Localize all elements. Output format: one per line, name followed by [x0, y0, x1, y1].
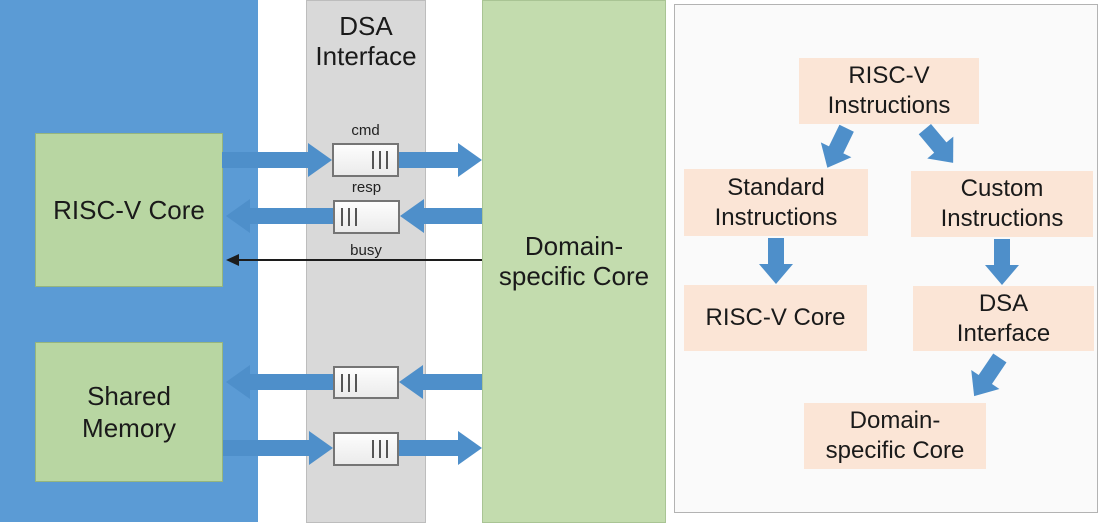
- resp-fifo-queue-icon: [333, 200, 400, 234]
- resp-arrow-right-shaft: [424, 208, 482, 224]
- cmd-arrow-right-head: [458, 143, 482, 177]
- risc-v-core-box: RISC-V Core: [35, 133, 223, 287]
- arrow-to-domain-specific-core: [960, 348, 1014, 406]
- mem-in-arrow-right-shaft: [423, 374, 482, 390]
- risc-v-instructions-node: RISC-V Instructions: [799, 58, 979, 124]
- mem-out-arrow-right-head: [458, 431, 482, 465]
- arrow-to-risc-v-core: [759, 238, 793, 284]
- dsa-interface-node: DSA Interface: [913, 286, 1094, 351]
- arrow-to-standard-instructions: [812, 121, 862, 176]
- domain-specific-core-node: Domain- specific Core: [804, 403, 986, 469]
- busy-wire: [238, 259, 482, 261]
- mem-out-fifo-queue-icon: [333, 432, 399, 466]
- shared-memory-box: Shared Memory: [35, 342, 223, 482]
- custom-instructions-node: Custom Instructions: [911, 171, 1093, 237]
- domain-specific-core-title: Domain- specific Core: [498, 231, 650, 291]
- resp-arrow-left-shaft: [250, 208, 333, 224]
- mem-out-arrow-right-shaft: [399, 440, 458, 456]
- arrow-to-dsa-interface: [985, 239, 1019, 285]
- mem-in-arrow-left-shaft: [250, 374, 333, 390]
- arrow-to-custom-instructions: [912, 118, 967, 174]
- domain-specific-core-column: Domain- specific Core: [482, 0, 666, 523]
- busy-wire-arrowhead: [226, 254, 239, 266]
- resp-arrow-right-head: [400, 199, 424, 233]
- cmd-arrow-left-shaft: [222, 152, 310, 168]
- instruction-flow-panel: RISC-V Instructions Standard Instruction…: [674, 4, 1098, 513]
- cmd-arrow-left-head: [308, 143, 332, 177]
- resp-arrow-left-head: [226, 199, 250, 233]
- mem-out-arrow-left-head: [309, 431, 333, 465]
- cmd-signal-label: cmd: [351, 122, 380, 139]
- risc-v-core-node: RISC-V Core: [684, 285, 867, 351]
- dsa-interface-title: DSA Interface: [315, 11, 417, 71]
- mem-in-arrow-right-head: [399, 365, 423, 399]
- mem-in-arrow-left-head: [226, 365, 250, 399]
- standard-instructions-node: Standard Instructions: [684, 169, 868, 236]
- mem-out-arrow-left-shaft: [223, 440, 309, 456]
- mem-in-fifo-queue-icon: [333, 366, 399, 399]
- cmd-arrow-right-shaft: [399, 152, 460, 168]
- resp-signal-label: resp: [351, 179, 382, 196]
- busy-signal-label: busy: [350, 242, 382, 259]
- cmd-fifo-queue-icon: [332, 143, 399, 177]
